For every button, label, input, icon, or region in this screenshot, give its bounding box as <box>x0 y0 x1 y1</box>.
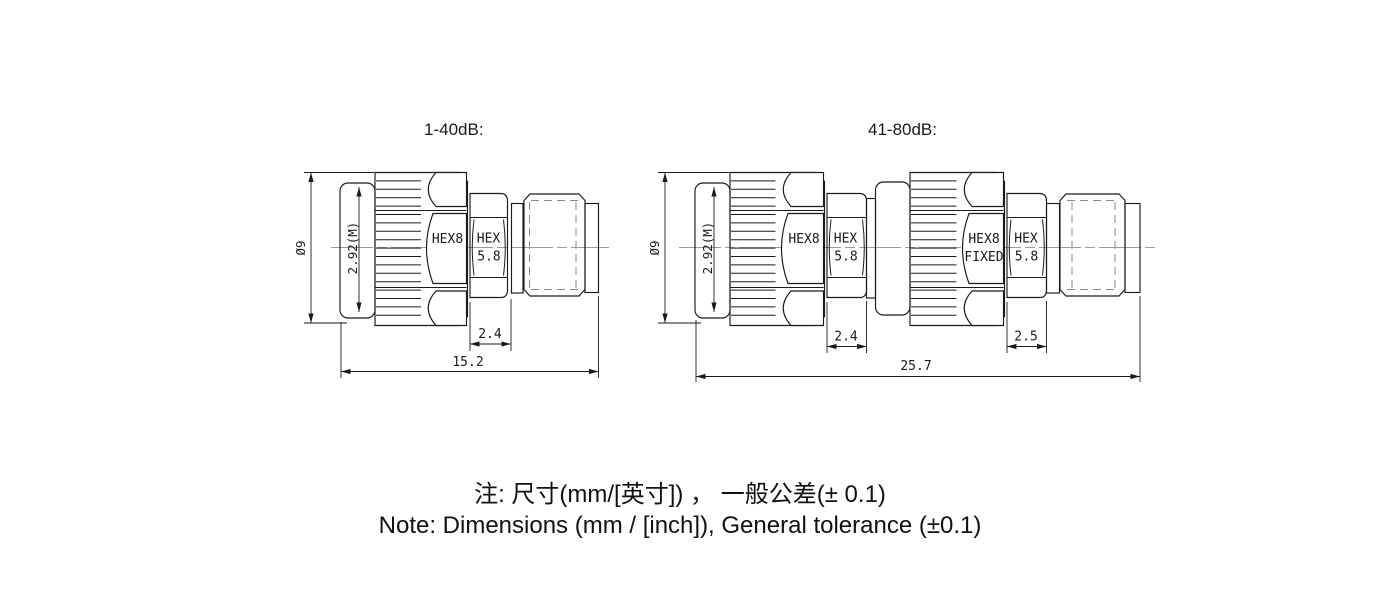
hex-body-label: HEX8 <box>432 232 463 247</box>
drawing-41-80db: 41-80dB: 2.92(M) Ø9 <box>647 120 1159 382</box>
note-line-chinese: 注: 尺寸(mm/[英寸]) ， 一般公差(± 0.1) <box>474 481 886 508</box>
arrow-right <box>857 343 867 350</box>
arrow-right <box>589 368 599 375</box>
arrow-down <box>356 302 362 312</box>
arrow-left <box>470 341 480 347</box>
arrow-right <box>501 341 511 347</box>
hex-flat-bottom <box>427 290 468 327</box>
nut-width-value: 2.4 <box>478 327 502 342</box>
drawing-1-40db: 1-40dB: 2.92(M) Ø9 <box>293 120 609 378</box>
arrow-down <box>662 313 668 323</box>
arrow-up <box>711 187 717 197</box>
neck <box>1045 202 1061 294</box>
knurl-hatch <box>731 180 776 316</box>
hex-nut-outline <box>469 192 509 299</box>
general-note: 注: 尺寸(mm/[英寸]) ， 一般公差(± 0.1) Note: Dimen… <box>0 479 1360 541</box>
arrow-down <box>711 302 717 312</box>
interface-body-2 <box>874 181 911 316</box>
nut-chamfer-arc <box>1042 219 1045 276</box>
hex-flat-bottom <box>963 290 1005 327</box>
neck <box>865 197 877 299</box>
arrow-left <box>696 373 706 380</box>
hex-flat-middle <box>426 212 468 285</box>
diameter-label: Ø9 <box>647 240 662 255</box>
knurl-hatch <box>376 180 421 316</box>
hex-body1-label: HEX8 <box>788 232 819 247</box>
nut-chamfer-arc <box>1008 219 1012 276</box>
hex-body2-label-line2: FIXED <box>964 250 1003 265</box>
arrow-right <box>1130 373 1140 380</box>
nut-chamfer-arc <box>828 219 832 276</box>
interface-label: 2.92(M) <box>700 222 715 275</box>
nut-chamfer-arc <box>471 219 475 276</box>
hex-flat-middle <box>962 212 1005 285</box>
arrow-left <box>341 368 351 375</box>
nut2-label-line2: 5.8 <box>1015 250 1038 265</box>
arrow-left <box>827 343 837 350</box>
hex-flat-top <box>782 171 825 208</box>
drawing-title: 41-80dB: <box>868 120 937 139</box>
diameter-label: Ø9 <box>293 240 308 255</box>
knurl-hatch <box>911 180 957 316</box>
coupling-barrel <box>523 193 586 297</box>
total-length-value: 25.7 <box>900 359 931 374</box>
hex-flat-middle <box>781 212 825 285</box>
end-cap <box>584 202 600 294</box>
arrow-up <box>356 187 362 197</box>
neck <box>510 202 524 294</box>
end-cap <box>1124 202 1141 294</box>
nut-label-line1: HEX <box>477 232 501 247</box>
interface-label: 2.92(M) <box>345 222 360 275</box>
nut-label-line2: 5.8 <box>477 250 500 265</box>
hex-body2-label-line1: HEX8 <box>968 232 999 247</box>
note-line-english: Note: Dimensions (mm / [inch]), General … <box>378 512 982 539</box>
arrow-left <box>1007 343 1017 350</box>
hex-flat-top <box>427 171 468 208</box>
hex-flat-top <box>963 171 1005 208</box>
arrow-up <box>308 172 314 182</box>
nut2-label-line1: HEX <box>1014 232 1038 247</box>
arrow-down <box>308 313 314 323</box>
nut1-width-value: 2.4 <box>834 330 858 345</box>
nut-chamfer-arc <box>862 219 865 276</box>
arrow-right <box>1037 343 1047 350</box>
nut2-width-value: 2.5 <box>1014 330 1037 345</box>
hex-flat-bottom <box>782 290 825 327</box>
total-length-value: 15.2 <box>452 355 483 370</box>
coupling-barrel <box>1059 193 1126 297</box>
arrow-up <box>662 172 668 182</box>
drawing-title: 1-40dB: <box>424 120 484 139</box>
nut1-label-line1: HEX <box>834 232 858 247</box>
nut-chamfer-arc <box>503 219 506 276</box>
nut1-label-line2: 5.8 <box>834 250 857 265</box>
